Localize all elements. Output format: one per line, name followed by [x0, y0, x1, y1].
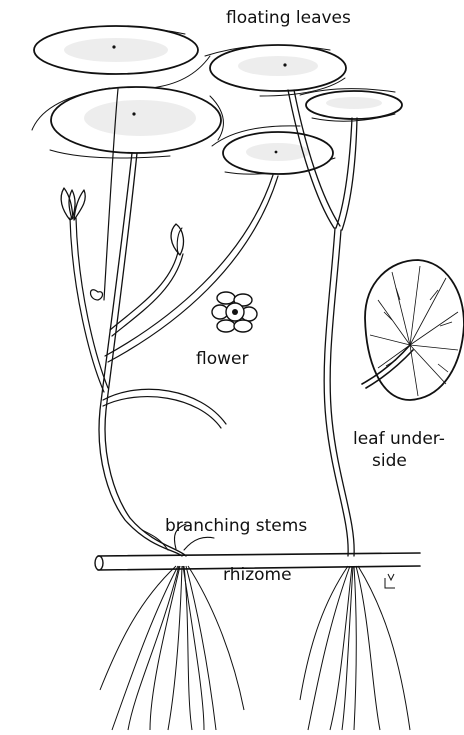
flower-illustration — [212, 292, 257, 332]
roots-right — [300, 566, 410, 730]
artist-mark — [385, 574, 395, 588]
leaf-underside-label-line1: leaf under- — [353, 429, 445, 449]
roots-left — [100, 566, 244, 730]
leaf-underside-illustration — [362, 260, 464, 400]
flower-bud-right — [171, 224, 183, 255]
floating-leaf-top-right — [205, 45, 346, 96]
floating-leaf-top-left — [34, 26, 210, 88]
floating-leaf-middle — [212, 126, 335, 174]
floating-leaves-label: floating leaves — [226, 8, 351, 28]
rhizome-label: rhizome — [223, 565, 292, 585]
flower-bud-left — [61, 188, 85, 220]
floating-leaf-right — [300, 89, 402, 122]
leaf-underside-label-line2: side — [372, 451, 407, 471]
flower-label: flower — [196, 349, 248, 369]
branching-stems-label: branching stems — [165, 516, 307, 536]
floating-leaf-middle-left — [32, 87, 223, 158]
